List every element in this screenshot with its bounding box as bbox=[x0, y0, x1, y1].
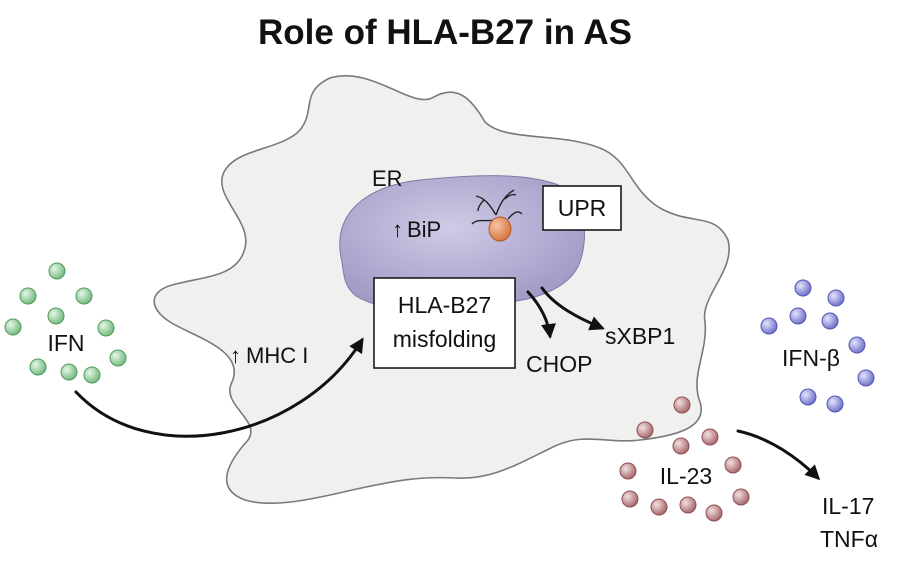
ifn-molecule bbox=[47, 307, 65, 325]
hla-b27-misfolding-box: HLA-B27 misfolding bbox=[373, 277, 516, 369]
il23-molecule bbox=[732, 488, 750, 506]
bip-chaperone-protein-icon bbox=[471, 189, 523, 242]
ifn-molecule bbox=[48, 262, 66, 280]
il23-molecule bbox=[724, 456, 742, 474]
ifn-beta-label: IFN-β bbox=[782, 345, 840, 371]
upr-label: UPR bbox=[558, 195, 607, 221]
arrow-to-sxbp1 bbox=[540, 286, 605, 331]
mhc-label: MHC I bbox=[246, 343, 308, 368]
ifn-molecule bbox=[97, 319, 115, 337]
il23-molecule bbox=[672, 437, 690, 455]
arrow-ifn-to-hla bbox=[74, 337, 364, 438]
il23-cluster bbox=[619, 396, 750, 522]
ifn-molecule bbox=[60, 363, 78, 381]
sxbp1-label: sXBP1 bbox=[605, 323, 675, 349]
ifn-molecule bbox=[109, 349, 127, 367]
ifn-label: IFN bbox=[47, 330, 84, 356]
arrow-to-chop bbox=[526, 290, 556, 339]
up-arrow-icon: ↑ bbox=[230, 343, 241, 368]
upr-box: UPR bbox=[542, 185, 622, 231]
ifn-molecule bbox=[83, 366, 101, 384]
ifn-beta-molecule bbox=[857, 369, 875, 387]
up-arrow-icon: ↑ bbox=[392, 217, 403, 242]
mhc-indicator: ↑ MHC I bbox=[230, 343, 308, 368]
ifn-beta-molecule bbox=[821, 312, 839, 330]
ifn-molecule bbox=[4, 318, 22, 336]
il23-molecule bbox=[701, 428, 719, 446]
er-label: ER bbox=[372, 166, 403, 191]
ifn-beta-molecule bbox=[789, 307, 807, 325]
il23-label: IL-23 bbox=[660, 463, 712, 489]
il23-molecule bbox=[679, 496, 697, 514]
ifn-beta-molecule bbox=[799, 388, 817, 406]
ifn-beta-cluster bbox=[760, 279, 875, 413]
il23-molecule bbox=[705, 504, 723, 522]
misfolding-label: misfolding bbox=[393, 326, 497, 352]
il23-molecule bbox=[636, 421, 654, 439]
hla-b27-label: HLA-B27 bbox=[398, 292, 491, 318]
il23-molecule bbox=[621, 490, 639, 508]
page-title: Role of HLA-B27 in AS bbox=[258, 13, 632, 52]
tnfa-label: TNFα bbox=[820, 526, 878, 552]
il23-molecule bbox=[673, 396, 691, 414]
ifn-beta-molecule bbox=[827, 289, 845, 307]
ifn-beta-molecule bbox=[826, 395, 844, 413]
ifn-molecule bbox=[29, 358, 47, 376]
ifn-molecule bbox=[19, 287, 37, 305]
il17-label: IL-17 bbox=[822, 493, 874, 519]
ifn-beta-molecule bbox=[794, 279, 812, 297]
ifn-cluster bbox=[4, 262, 127, 384]
ifn-beta-molecule bbox=[848, 336, 866, 354]
arrow-il23-to-il17 bbox=[736, 429, 821, 481]
bip-indicator: ↑ BiP bbox=[392, 217, 441, 242]
ifn-molecule bbox=[75, 287, 93, 305]
chop-label: CHOP bbox=[526, 351, 592, 377]
il23-molecule bbox=[619, 462, 637, 480]
bip-label: BiP bbox=[407, 217, 441, 242]
ifn-beta-molecule bbox=[760, 317, 778, 335]
il23-molecule bbox=[650, 498, 668, 516]
